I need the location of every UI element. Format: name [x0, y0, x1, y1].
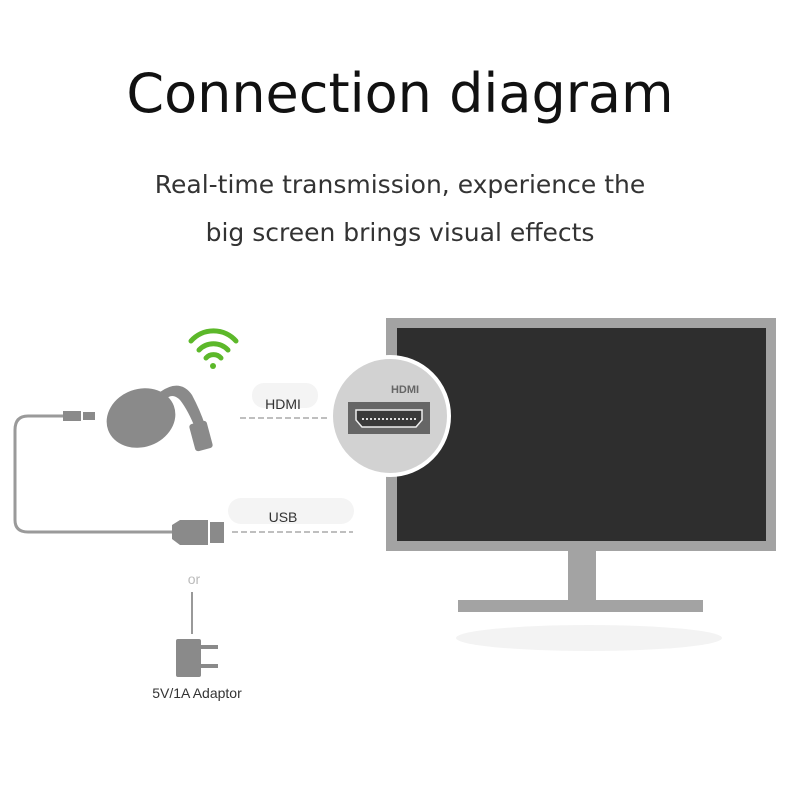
- wifi-icon: [188, 328, 239, 369]
- subtitle-line-1: Real-time transmission, experience the: [154, 170, 646, 199]
- hdmi-label: HDMI: [265, 396, 301, 412]
- power-adaptor-icon: [176, 639, 218, 677]
- usb-cable: [13, 411, 175, 534]
- hdmi-port-icon: HDMI: [329, 355, 451, 477]
- hdmi-port-logo: HDMI: [391, 384, 419, 396]
- adaptor-label: 5V/1A Adaptor: [152, 685, 242, 701]
- page-title: Connection diagram: [126, 62, 674, 125]
- usb-label: USB: [269, 509, 298, 525]
- dongle-icon: [106, 385, 213, 452]
- subtitle-line-2: big screen brings visual effects: [205, 218, 595, 247]
- or-label: or: [188, 571, 201, 587]
- tv-monitor-icon: [386, 318, 776, 651]
- usb-plug-icon: [172, 520, 224, 545]
